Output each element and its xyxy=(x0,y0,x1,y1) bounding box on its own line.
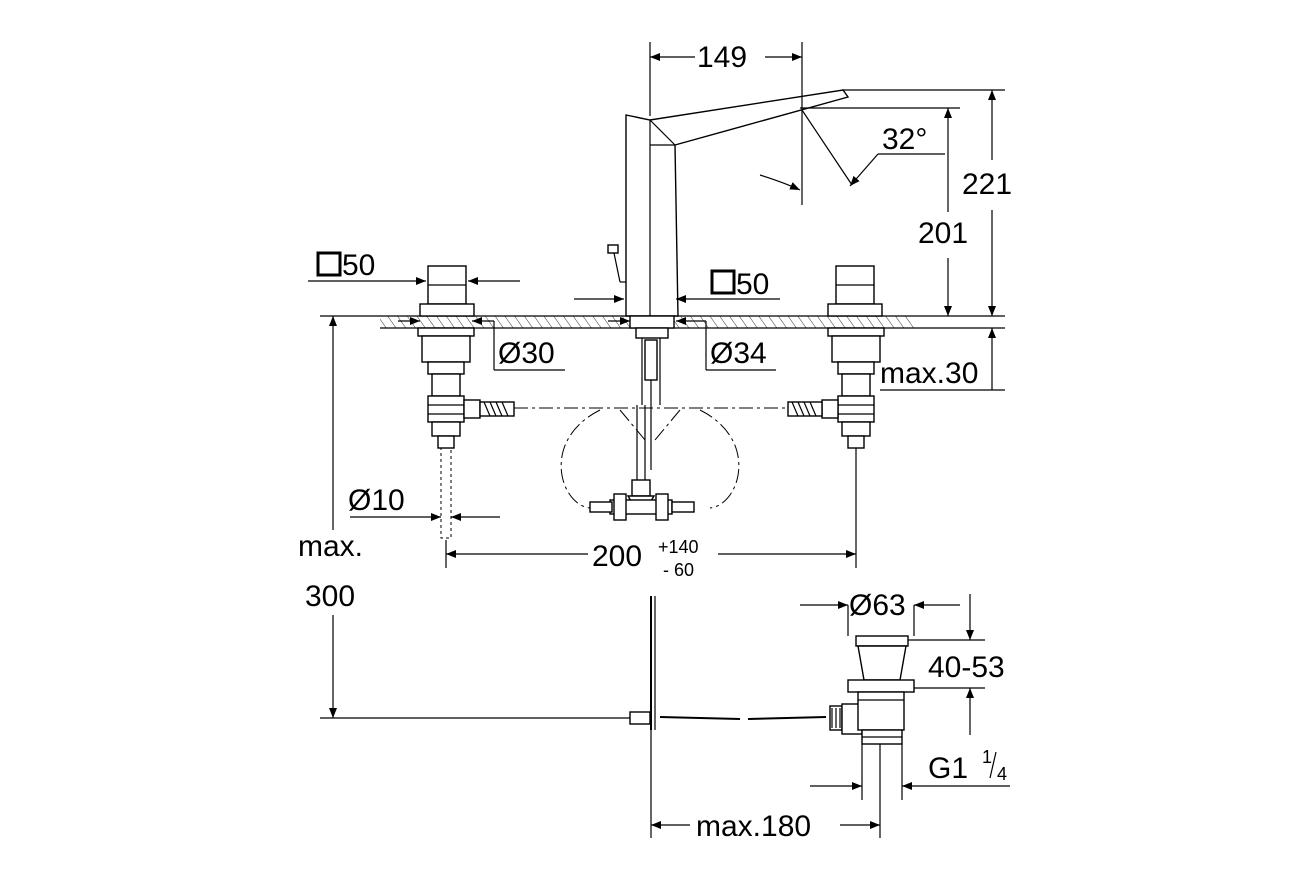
label-201: 201 xyxy=(918,217,968,250)
label-angle: 32° xyxy=(882,123,927,156)
label-200: 200 xyxy=(592,540,642,573)
label-square-50-right: 50 xyxy=(736,268,769,301)
label-max30: max.30 xyxy=(880,357,978,390)
label-tol-minus: - 60 xyxy=(663,560,694,580)
label-40-53: 40-53 xyxy=(928,651,1005,684)
tee-connector xyxy=(589,479,695,521)
dimension-lines xyxy=(308,42,1010,838)
spout xyxy=(607,89,850,317)
label-g1: G1 xyxy=(928,752,968,785)
popup-waste xyxy=(629,596,915,745)
label-149: 149 xyxy=(697,41,747,74)
label-300: 300 xyxy=(305,580,355,613)
label-max: max. xyxy=(298,530,363,563)
label-dia63: Ø63 xyxy=(849,589,906,622)
label-tol-plus: +140 xyxy=(658,537,699,557)
flex-hoses xyxy=(514,407,788,509)
label-dia34: Ø34 xyxy=(710,337,767,370)
square-symbol-right xyxy=(710,269,736,295)
label-dia30: Ø30 xyxy=(498,337,555,370)
label-g-denominator: 4 xyxy=(997,764,1007,784)
square-symbol-left xyxy=(316,251,342,277)
left-handle xyxy=(417,265,515,449)
label-g-numerator: 1 xyxy=(982,747,992,767)
label-square-50-left: 50 xyxy=(342,249,375,282)
spout-mount xyxy=(629,315,675,480)
label-dia10: Ø10 xyxy=(348,484,405,517)
label-max180: max.180 xyxy=(696,810,811,843)
label-221: 221 xyxy=(962,168,1012,201)
right-handle xyxy=(787,265,885,449)
supply-pipe-left xyxy=(440,447,452,539)
